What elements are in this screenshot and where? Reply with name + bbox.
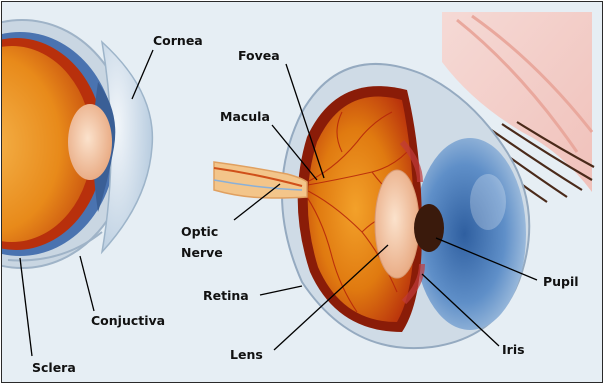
label-fovea: Fovea bbox=[238, 48, 280, 63]
label-macula: Macula bbox=[220, 109, 270, 124]
label-optic-nerve-line2: Nerve bbox=[181, 245, 223, 260]
retina-leader-line bbox=[260, 286, 302, 295]
conjuctiva-leader-line bbox=[80, 256, 94, 311]
label-optic-nerve-line1: Optic bbox=[181, 224, 218, 239]
label-iris: Iris bbox=[502, 342, 525, 357]
left-eye-illustration bbox=[2, 20, 152, 268]
label-cornea: Cornea bbox=[153, 33, 203, 48]
label-conjuctiva: Conjuctiva bbox=[91, 313, 165, 328]
label-lens: Lens bbox=[230, 347, 263, 362]
label-retina: Retina bbox=[203, 288, 249, 303]
label-sclera: Sclera bbox=[32, 360, 76, 375]
cornea-leader-line bbox=[132, 50, 153, 99]
sclera-leader-line bbox=[20, 258, 32, 356]
label-pupil: Pupil bbox=[543, 274, 579, 289]
